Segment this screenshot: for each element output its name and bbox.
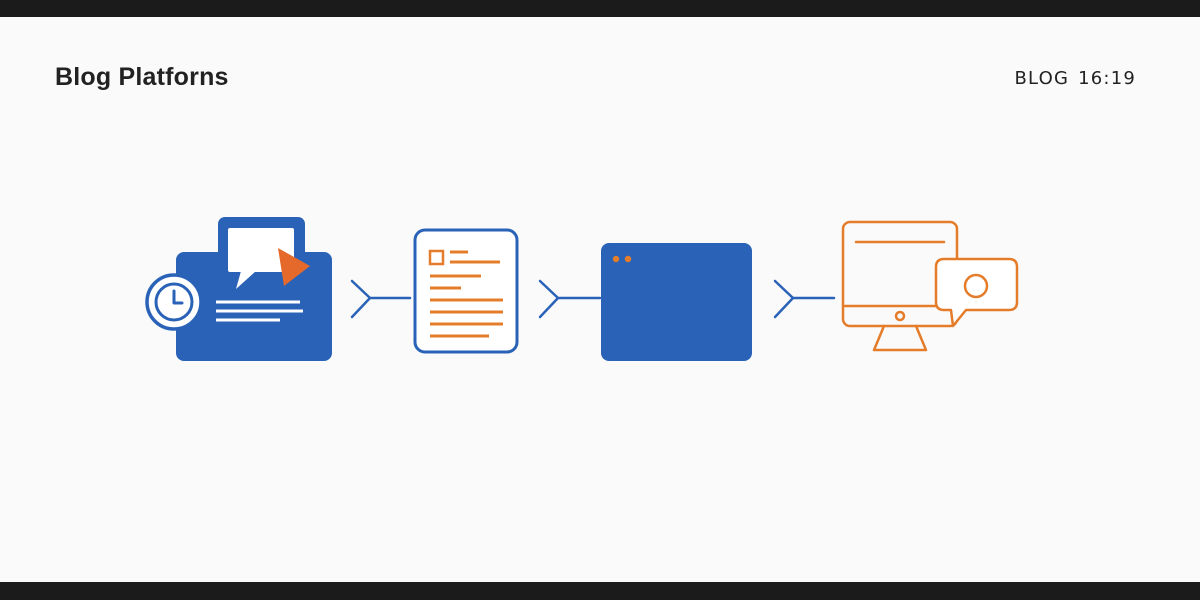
draft-document-icon	[413, 228, 519, 354]
published-display-icon	[841, 220, 1019, 352]
arrow-connector-icon	[350, 279, 412, 319]
status-label: BLOG	[1014, 68, 1070, 89]
clock-icon	[145, 273, 203, 331]
browser-window-icon	[601, 243, 752, 361]
status-time: 16:19	[1078, 68, 1136, 89]
arrow-connector-icon	[773, 279, 836, 319]
compose-post-icon	[145, 217, 332, 361]
arrow-connector-icon	[538, 279, 602, 319]
chat-bubble-icon	[934, 257, 1019, 328]
status-readout: BLOG 16:19	[1014, 68, 1136, 89]
page-title: Blog Platforns	[55, 63, 229, 91]
